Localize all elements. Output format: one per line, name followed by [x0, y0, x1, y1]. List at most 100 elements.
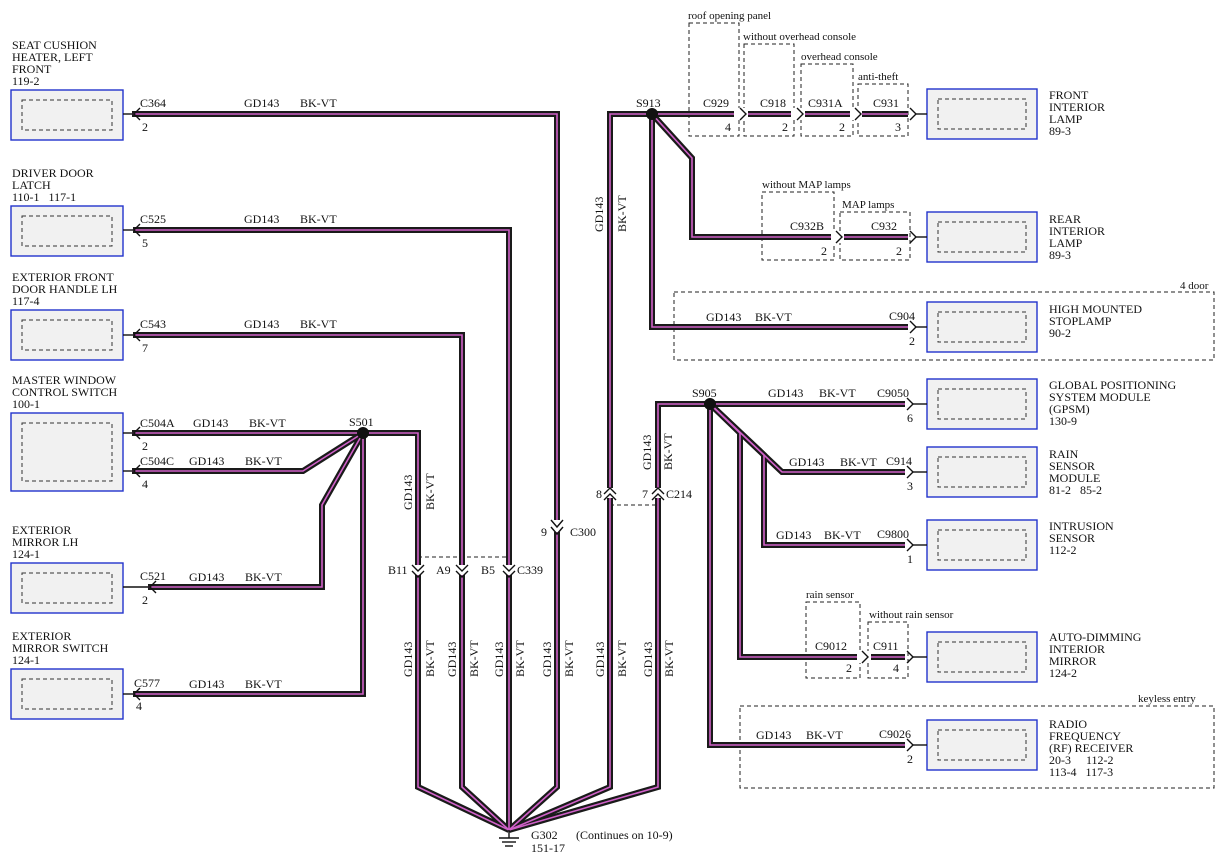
gpsm-label-1: GLOBAL POSITIONING [1049, 378, 1177, 392]
connector-arrow-icon [133, 328, 141, 342]
connector-arrow-icon [906, 465, 914, 479]
connector-arrow-icon [909, 320, 917, 334]
c9026-label: C9026 [879, 727, 911, 741]
wire-circuit-label: GD143 [776, 528, 811, 542]
wire-color-label: BK-VT [513, 640, 527, 677]
wire-color-label: BK-VT [755, 310, 792, 324]
connector-arrow-icon [854, 107, 862, 121]
inline-connector-icon [651, 493, 665, 501]
c521-label: C521 [140, 569, 166, 583]
wire-circuit-label: GD143 [641, 642, 655, 677]
c339-label: C339 [517, 563, 543, 577]
intrusion-sensor-label-2: SENSOR [1049, 531, 1095, 545]
c214-pin-8: 8 [596, 487, 602, 501]
c932b-pin: 2 [821, 244, 827, 258]
ext-mirror-lh-ref: 124-1 [12, 547, 40, 561]
driver-door-latch-box [10, 205, 124, 257]
c364-label: C364 [140, 96, 166, 110]
connector-arrow-icon [835, 230, 843, 244]
inline-connector-icon [411, 570, 425, 578]
ext-front-door-handle-ref: 117-4 [12, 294, 40, 308]
c9012-label: C9012 [815, 639, 847, 653]
c931a-pin: 2 [839, 120, 845, 134]
master-window-label-2: CONTROL SWITCH [12, 385, 118, 399]
intrusion-sensor-box [926, 519, 1038, 571]
wire-labels: GD143 BK-VT GD143 BK-VT GD143 BK-VT GD14… [189, 96, 877, 742]
component-front-interior-lamp [926, 88, 1038, 140]
auto-dimming-mirror-label-2: INTERIOR [1049, 642, 1105, 656]
c300-label: C300 [570, 525, 596, 539]
gpsm-box [926, 378, 1038, 430]
rf-receiver-label-3: (RF) RECEIVER [1049, 741, 1133, 755]
c339-pin-b5: B5 [481, 563, 495, 577]
c504c-pin: 4 [142, 477, 148, 491]
wire-color-label: BK-VT [467, 640, 481, 677]
intrusion-sensor-label-1: INTRUSION [1049, 519, 1114, 533]
front-interior-lamp-label-3: LAMP [1049, 112, 1083, 126]
intrusion-sensor-ref: 112-2 [1049, 543, 1077, 557]
option-label-4-door: 4 door [1180, 280, 1209, 292]
splice-s913-icon [646, 108, 658, 120]
wire-color-label: BK-VT [300, 317, 337, 331]
front-interior-lamp-label-2: INTERIOR [1049, 100, 1105, 114]
c929-pin: 4 [725, 120, 731, 134]
c504a-label: C504A [140, 416, 175, 430]
wires-inner [132, 113, 908, 831]
wire-labels-vertical: GD143 BK-VT GD143 BK-VT GD143 BK-VT GD14… [401, 195, 676, 677]
high-mounted-stoplamp-label-1: HIGH MOUNTED [1049, 302, 1142, 316]
c214-label: C214 [666, 487, 692, 501]
rf-receiver-label-2: FREQUENCY [1049, 729, 1121, 743]
c525-label: C525 [140, 212, 166, 226]
rear-interior-lamp-ref: 89-3 [1049, 248, 1071, 262]
option-box-roof-opening-panel [688, 22, 740, 137]
connector-gaps [412, 108, 871, 663]
seat-cushion-label-1: SEAT CUSHION [12, 38, 97, 52]
high-mounted-stoplamp-label-2: STOPLAMP [1049, 314, 1112, 328]
component-seat-cushion [10, 89, 124, 141]
seat-cushion-label-2: HEATER, LEFT [12, 50, 93, 64]
ground-continues-label: (Continues on 10-9) [576, 828, 673, 842]
connector-arrow-icon [909, 230, 917, 244]
connector-arrow-icon [906, 738, 914, 752]
option-box-without-overhead-console [743, 43, 795, 137]
wire-circuit-label: GD143 [640, 435, 654, 470]
auto-dimming-mirror-label-3: MIRROR [1049, 654, 1096, 668]
option-label-without-overhead-console: without overhead console [743, 31, 856, 43]
wire-color-label: BK-VT [840, 455, 877, 469]
connector-symbols [123, 107, 927, 752]
high-mounted-stoplamp-ref: 90-2 [1049, 326, 1071, 340]
wire-color-label: BK-VT [300, 212, 337, 226]
c9050-pin: 6 [907, 411, 913, 425]
c911-label: C911 [873, 639, 899, 653]
rain-sensor-module-label-2: SENSOR [1049, 459, 1095, 473]
wire-circuit-label: GD143 [189, 570, 224, 584]
option-label-map-lamps: MAP lamps [842, 199, 894, 211]
c9800-label: C9800 [877, 527, 909, 541]
inline-connector-icon [455, 564, 469, 572]
wire-circuit-label: GD143 [244, 212, 279, 226]
inline-connector-icon [550, 519, 564, 529]
connector-arrow-icon [133, 223, 141, 237]
c929-label: C929 [703, 96, 729, 110]
ext-mirror-switch-label-2: MIRROR SWITCH [12, 641, 109, 655]
gpsm-label-2: SYSTEM MODULE [1049, 390, 1151, 404]
component-rf-receiver [926, 719, 1038, 771]
wire-circuit-label: GD143 [706, 310, 741, 324]
rain-sensor-module-label-3: MODULE [1049, 471, 1100, 485]
connector-arrow-icon [796, 107, 804, 121]
seat-cushion-box [10, 89, 124, 141]
c339-pin-a9: A9 [436, 563, 451, 577]
wire-circuit-label: GD143 [789, 455, 824, 469]
inline-connector-icon [502, 570, 516, 578]
ext-front-door-handle-label-1: EXTERIOR FRONT [12, 270, 114, 284]
driver-door-latch-label-2: LATCH [12, 178, 51, 192]
ext-mirror-lh-label-1: EXTERIOR [12, 523, 71, 537]
c932-pin: 2 [896, 244, 902, 258]
wire-circuit-label: GD143 [189, 454, 224, 468]
c214-pin-7: 7 [642, 487, 648, 501]
component-ext-front-door-handle [10, 309, 124, 361]
ground-ref: 151-17 [531, 841, 565, 855]
c577-label: C577 [134, 676, 160, 690]
component-ext-mirror-switch [10, 668, 124, 720]
